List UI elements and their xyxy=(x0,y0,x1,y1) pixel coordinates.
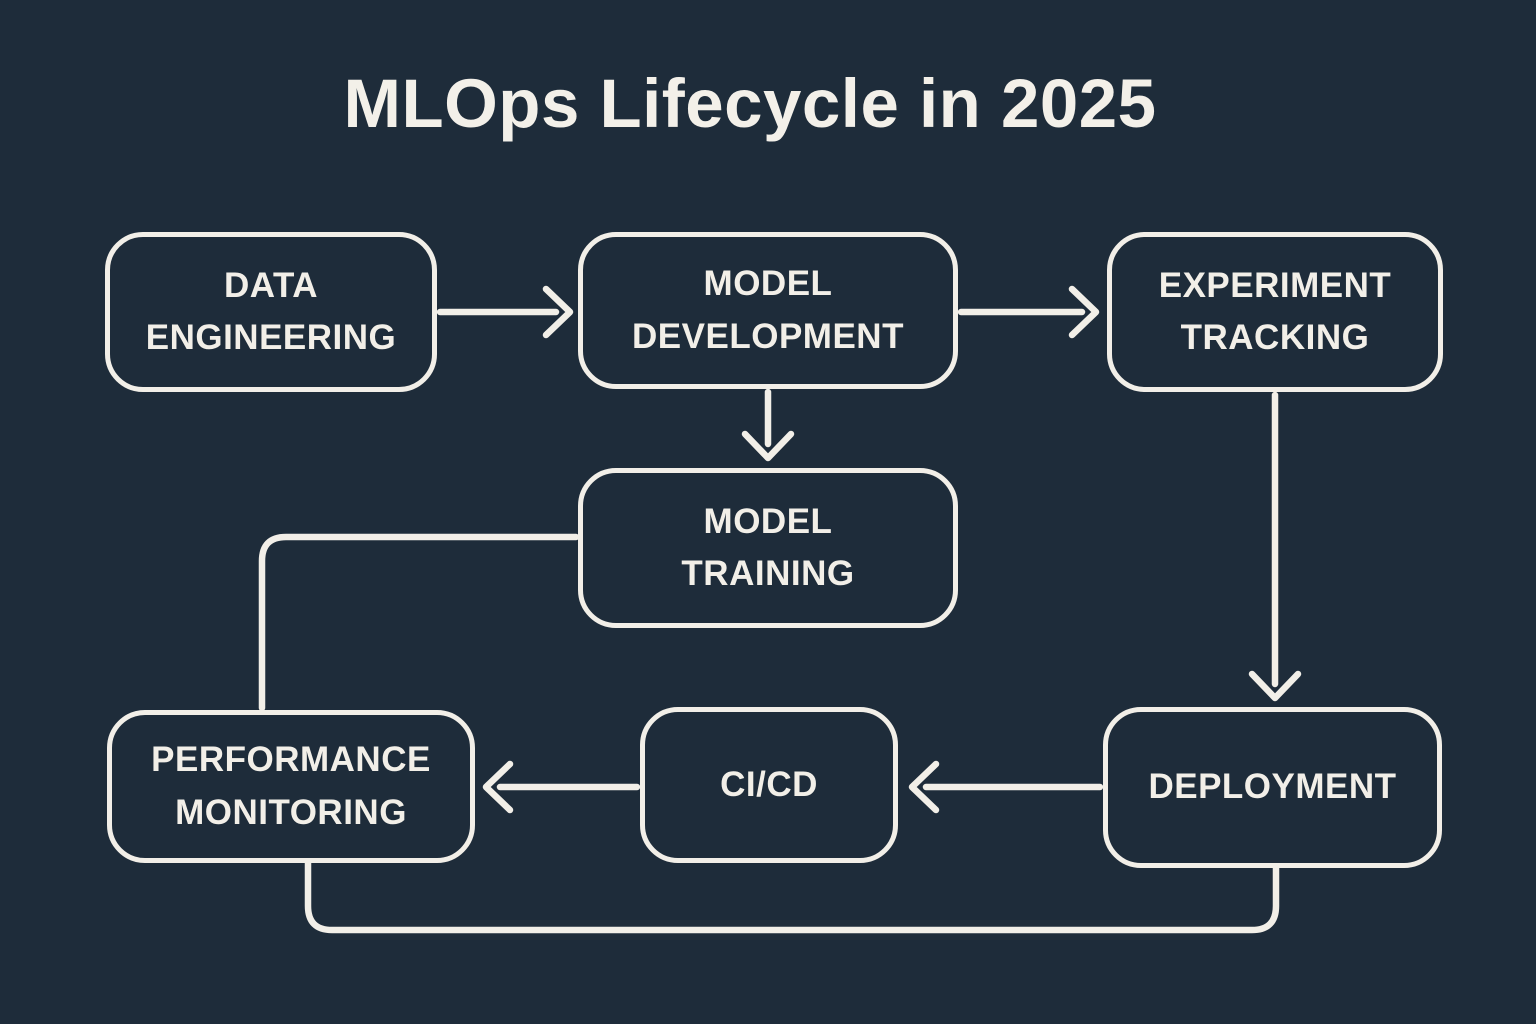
node-experiment-tracking: EXPERIMENT TRACKING xyxy=(1107,232,1443,392)
edge-model-development-to-experiment-tracking xyxy=(957,285,1100,339)
node-model-development: MODEL DEVELOPMENT xyxy=(578,232,958,389)
edge-model-training-to-performance-monitoring xyxy=(258,533,580,712)
node-performance-monitoring-label: PERFORMANCE MONITORING xyxy=(151,740,431,832)
node-data-engineering-label: DATA ENGINEERING xyxy=(145,265,397,358)
node-performance-monitoring: PERFORMANCE MONITORING xyxy=(107,710,475,863)
edge-experiment-tracking-to-deployment xyxy=(1248,391,1302,702)
node-model-training-label: MODEL TRAINING xyxy=(681,501,855,594)
node-cicd-label: CI/CD xyxy=(720,764,818,804)
page-title: MLOps Lifecycle in 2025 xyxy=(343,65,1157,142)
node-model-development-label: MODEL DEVELOPMENT xyxy=(632,264,904,356)
node-experiment-tracking-label: EXPERIMENT TRACKING xyxy=(1158,265,1392,358)
node-deployment: DEPLOYMENT xyxy=(1103,707,1442,868)
edge-model-development-to-model-training xyxy=(741,388,795,462)
node-cicd: CI/CD xyxy=(640,707,898,863)
edge-performance-monitoring-to-deployment xyxy=(304,856,1280,934)
edge-cicd-to-performance-monitoring xyxy=(482,760,641,814)
node-model-training: MODEL TRAINING xyxy=(578,468,958,628)
edge-data-engineering-to-model-development xyxy=(436,285,574,339)
edge-deployment-to-cicd xyxy=(908,760,1104,814)
node-deployment-label: DEPLOYMENT xyxy=(1148,767,1397,807)
node-data-engineering: DATA ENGINEERING xyxy=(105,232,437,392)
